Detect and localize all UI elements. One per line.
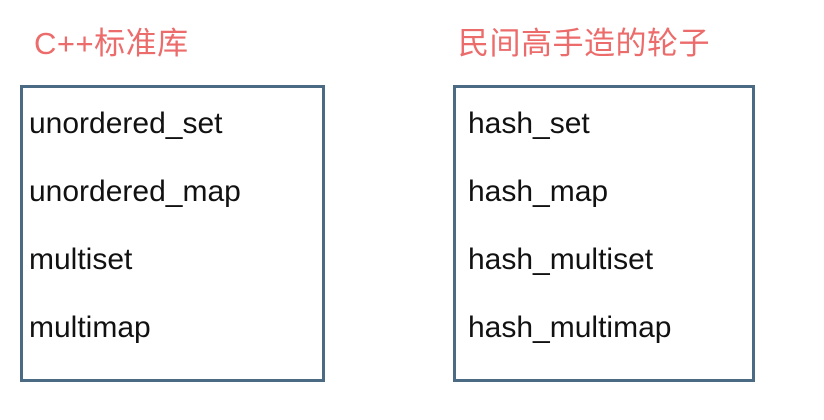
list-item: multimap — [29, 311, 151, 344]
list-item: unordered_map — [29, 175, 241, 208]
list-item: unordered_set — [29, 107, 223, 140]
list-item: hash_multimap — [468, 311, 672, 344]
left-column-title: C++标准库 — [34, 26, 189, 61]
list-item: hash_multiset — [468, 243, 654, 276]
left-list-box: unordered_set unordered_map multiset mul… — [20, 85, 325, 382]
right-column-title: 民间高手造的轮子 — [458, 26, 710, 61]
list-item: hash_set — [468, 107, 590, 140]
right-list-box: hash_set hash_map hash_multiset hash_mul… — [453, 85, 755, 382]
list-item: hash_map — [468, 175, 609, 208]
list-item: multiset — [29, 243, 133, 276]
